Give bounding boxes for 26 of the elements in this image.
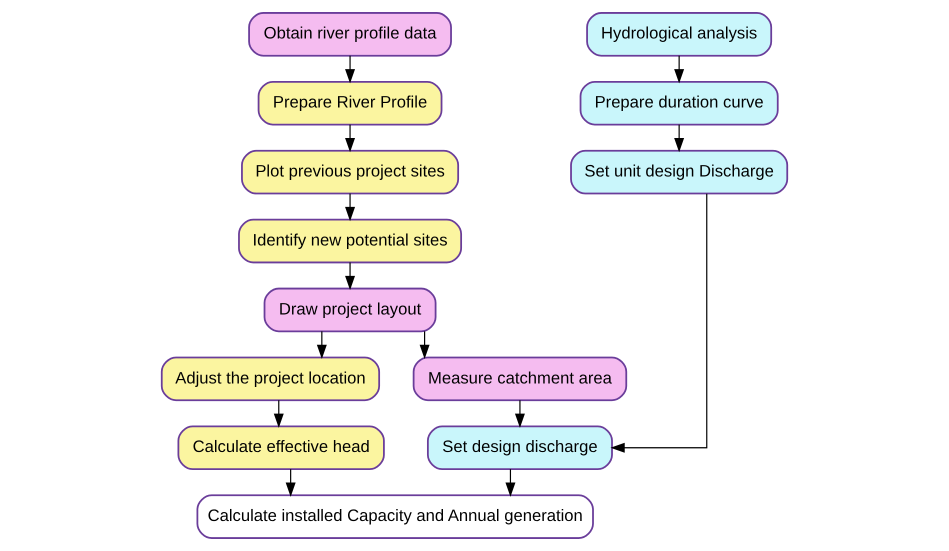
node-box: Set design discharge	[426, 426, 613, 470]
node-box: Identify new potential sites	[238, 218, 462, 264]
arrow	[514, 400, 525, 428]
node-box: Adjust the project location	[160, 356, 380, 402]
node-box: Draw project layout	[264, 288, 436, 332]
arrow	[674, 56, 684, 84]
arrow	[345, 262, 356, 290]
node-box: Calculate effective head	[178, 426, 385, 470]
node-box: Set unit design Discharge	[570, 150, 788, 194]
arrow	[674, 124, 684, 152]
arrow	[316, 331, 327, 360]
arrow	[345, 124, 356, 152]
arrow	[345, 56, 356, 84]
node-box: Calculate installed Capacity and Annual generation	[196, 494, 594, 539]
arrow	[420, 331, 430, 360]
node-box: Hydrological analysis	[586, 12, 772, 57]
arrow	[286, 469, 296, 497]
node-box: Prepare River Profile	[258, 80, 442, 126]
arrow	[610, 194, 708, 453]
node-box: Prepare duration curve	[580, 80, 779, 126]
node-box: Measure catchment area	[412, 356, 628, 402]
arrow	[505, 469, 516, 497]
arrow	[274, 400, 284, 428]
node-box: Plot previous project sites	[241, 150, 460, 194]
node-box: Obtain river profile data	[248, 12, 452, 57]
arrow	[345, 194, 356, 222]
